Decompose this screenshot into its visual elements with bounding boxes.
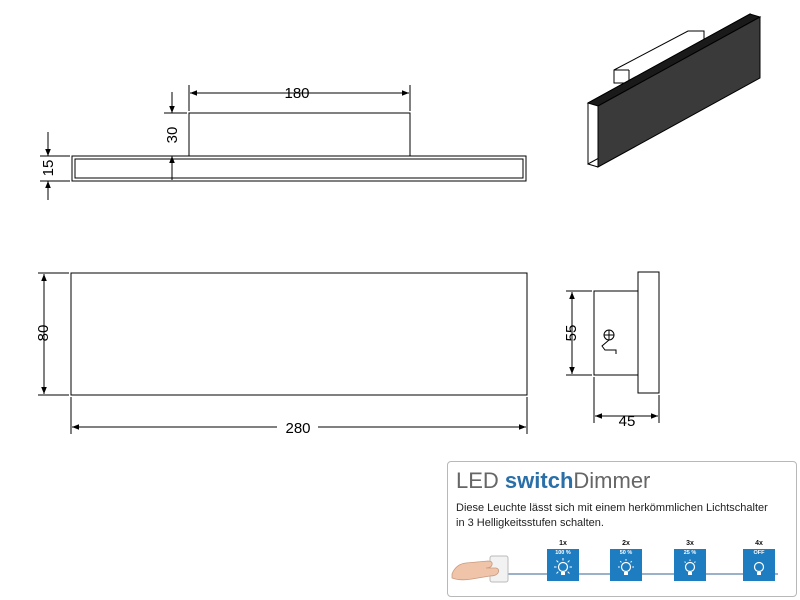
bulb-medium-icon	[618, 559, 634, 575]
top-view-plate	[71, 155, 527, 182]
dim-label-80: 80	[35, 325, 52, 342]
title-led: LED	[456, 468, 505, 493]
panel-description-line-1: Diese Leuchte lässt sich mit einem herkö…	[456, 502, 768, 514]
dim-label-45: 45	[619, 413, 636, 430]
cable-path	[601, 339, 617, 354]
front-view	[38, 272, 528, 434]
side-view	[566, 271, 660, 423]
dim-label-55: 55	[563, 325, 580, 342]
dim-label-280: 280	[285, 420, 310, 437]
side-view-mount	[593, 290, 639, 376]
bulb-off-icon	[753, 561, 765, 575]
iso-plate-bottom	[587, 163, 599, 168]
panel-title: LED switchDimmer	[456, 468, 650, 494]
step-2-level: 50 %	[619, 550, 633, 556]
top-view-mount-block	[188, 112, 411, 157]
step-1: 1x 100 %	[545, 540, 581, 581]
bulb-bright-icon	[554, 558, 572, 575]
led-switch-dimmer-panel: LED switchDimmer Diese Leuchte lässt sic…	[447, 461, 797, 597]
dim-label-180: 180	[284, 85, 309, 102]
iso-plate-side	[597, 16, 761, 168]
step-1-box: 100 %	[547, 549, 579, 581]
step-4-box: OFF	[743, 549, 775, 581]
title-dimmer: Dimmer	[573, 468, 651, 493]
step-1-level: 100 %	[555, 550, 571, 556]
dim-label-30: 30	[164, 127, 181, 144]
top-view-plate-inner	[74, 158, 524, 179]
bulb-low-icon	[684, 559, 696, 575]
title-switch: switch	[504, 468, 574, 493]
step-3: 3x 25 %	[672, 540, 708, 581]
dim-label-15: 15	[40, 160, 57, 177]
iso-view	[586, 13, 762, 168]
top-view	[40, 85, 527, 200]
side-view-plate	[637, 271, 660, 394]
step-4-level: OFF	[753, 550, 765, 556]
step-4: 4x OFF	[741, 540, 777, 581]
step-3-box: 25 %	[674, 549, 706, 581]
step-connector-line	[506, 573, 778, 575]
step-2-count: 2x	[622, 540, 630, 547]
step-2-box: 50 %	[610, 549, 642, 581]
step-4-count: 4x	[755, 540, 763, 547]
step-2: 2x 50 %	[608, 540, 644, 581]
step-3-level: 25 %	[683, 550, 697, 556]
step-3-count: 3x	[686, 540, 694, 547]
front-view-plate	[70, 272, 528, 396]
panel-description-line-2: in 3 Helligkeitsstufen schalten.	[456, 517, 604, 529]
step-1-count: 1x	[559, 540, 567, 547]
hand-switch-icon	[451, 555, 509, 583]
